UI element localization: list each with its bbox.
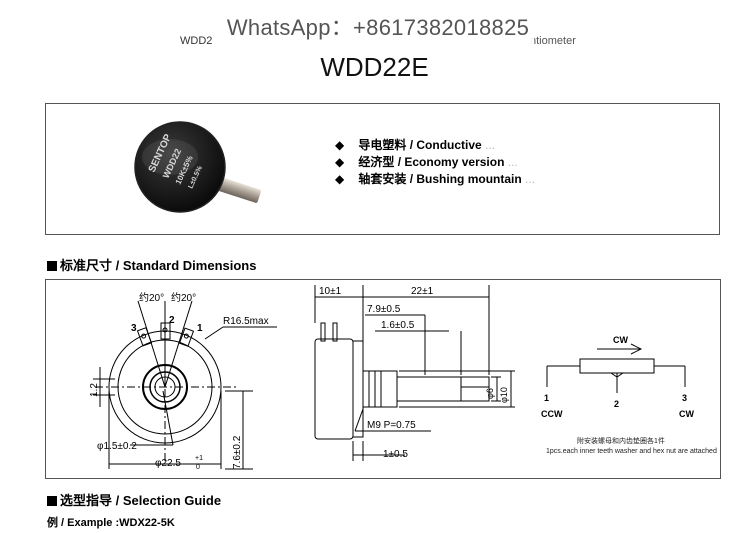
feature-tail: ... [507,155,518,169]
subtitle-right: ntiometer [530,35,576,47]
diamond-icon: ◆ [335,155,345,169]
side-bushing [362,370,398,408]
top-right-dim: 22±1 [411,286,434,297]
potentiometer-photo: SENTOP WDD22 10K±5% L±0.5% [134,121,261,213]
section-title-dimensions: 标准尺寸 / Standard Dimensions [47,255,256,274]
terminal-2-label: 2 [169,315,175,326]
page-title: WDD22E [320,52,429,82]
bottom-dim: 1±0.5 [383,449,408,460]
terminal-3-label: 3 [131,323,137,334]
feature-en: / Bushing mountain [409,172,522,186]
hole-label: φ1.5±0.2 [97,441,137,452]
feature-en: / Conductive [409,138,482,152]
section-title-selection: 选型指导 / Selection Guide [47,490,221,509]
feature-tail: ... [525,172,536,186]
pin-3-label: 3 [682,393,687,403]
feature-list: ◆ 导电塑料 / Conductive ... ◆ 经济型 / Economy … [335,137,535,188]
note-en: 1pcs.each inner teeth washer and hex nut… [546,448,717,455]
terminal-1-label: 1 [197,323,203,334]
note-cn: 附安装螺母和内齿垫圈各1件 [577,436,665,445]
offset-label: 1.2 [89,383,100,397]
square-bullet-icon [47,261,57,271]
pin-2-label: 2 [614,399,619,409]
tol-plus-label: +1 [195,455,203,462]
dimension-box [45,279,721,479]
bush-dia-label: φ10 [499,387,509,403]
terminal-1 [178,327,195,347]
diameter-label: φ22.5 [155,458,181,469]
diamond-icon: ◆ [335,172,345,186]
subtitle-left: WDD2 [180,35,213,47]
feature-tail: ... [485,138,496,152]
dim-7-9: 7.9±0.5 [367,304,401,315]
cw-label: CW [613,335,628,345]
side-body [314,338,354,440]
cw-pin-label: CW [679,409,694,419]
square-bullet-icon [47,496,57,506]
dim-1-6: 1.6±0.5 [381,320,415,331]
shaft-dia-label: φ6 [485,388,495,399]
height-label: 7.6±0.2 [232,435,243,469]
ccw-label: CCW [541,409,563,419]
radius-label: R16.5max [223,316,269,327]
top-left-dim: 10±1 [319,286,342,297]
feature-cn: 经济型 [358,155,395,169]
section-title-text: 选型指导 / Selection Guide [60,493,222,508]
feature-item: ◆ 轴套安装 / Bushing mountain ... [335,171,535,188]
example-text: 例 / Example :WDX22-5K [47,517,175,529]
section-title-text: 标准尺寸 / Standard Dimensions [60,258,257,273]
side-shaft [396,376,490,402]
resistor-body [579,358,655,374]
dimension-drawing: 约20° 约20° 3 2 1 R16.5max 1.2 φ1.5±0.2 φ2… [89,285,717,471]
thread-label: M9 P=0.75 [367,420,416,431]
pin-1-label: 1 [544,393,549,403]
feature-en: / Economy version [397,155,505,169]
feature-cn: 轴套安装 [358,172,407,186]
angle-left-label: 约20° [139,291,164,304]
feature-cn: 导电塑料 [358,138,407,152]
tol-zero-label: 0 [196,464,200,471]
whatsapp-watermark: WhatsApp：+8617382018825 [222,8,534,48]
diamond-icon: ◆ [335,138,345,152]
angle-right-label: 约20° [171,291,196,304]
feature-item: ◆ 经济型 / Economy version ... [335,154,535,171]
feature-item: ◆ 导电塑料 / Conductive ... [335,137,535,154]
